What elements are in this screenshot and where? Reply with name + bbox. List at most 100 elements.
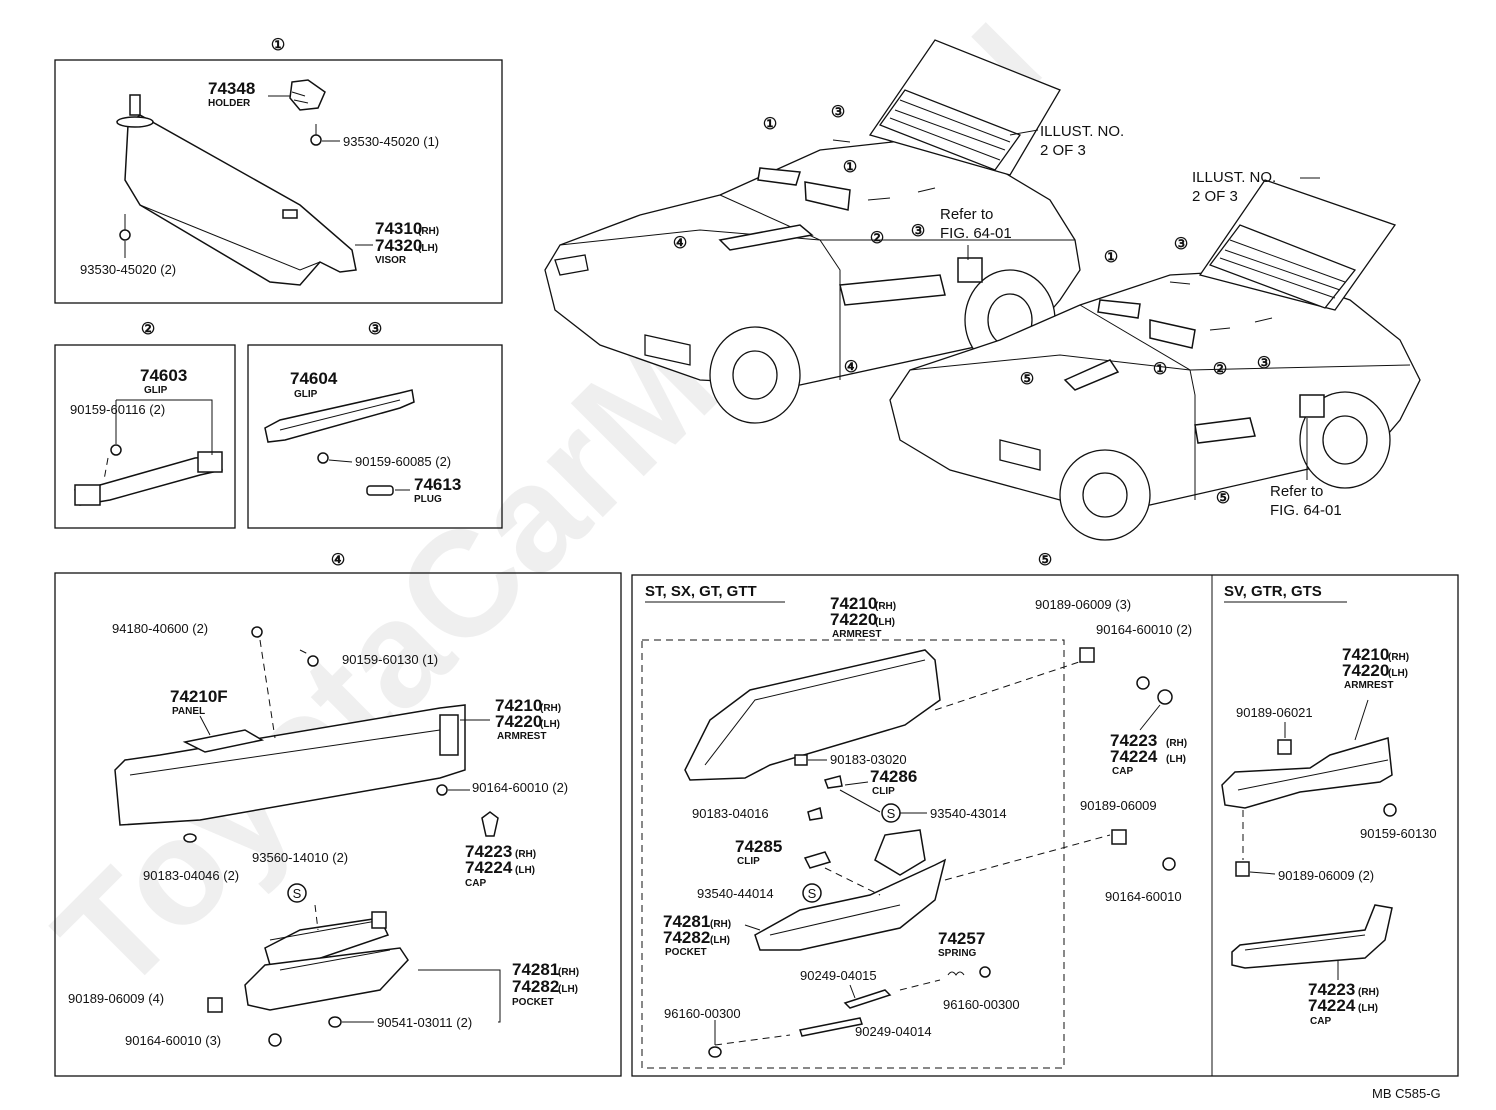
armrest-rh-section-4-suffix: (RH) [540,703,561,714]
screw-icon-section-5a-mid [1162,857,1176,871]
visor-lh-suffix: (LH) [418,243,438,254]
car-bottom-refer-line-1: Refer to [1270,483,1323,500]
nut-icon-section-4 [251,626,263,638]
screw-icon-section-5b [1383,803,1397,817]
clip-section-4-part-number: 90183-04046 (2) [143,868,239,883]
pocket-illustration-section-4 [244,911,409,1011]
visor-part-name: VISOR [375,255,407,266]
footer-code: MB C585-G [1372,1086,1441,1101]
nut-icon-section-5b-top [1277,739,1292,755]
car-top-callout-4a: ④ [673,235,687,252]
pocket-rh-section-4-part-number: 74281 [512,960,559,979]
visor-rh-part-number: 74310 [375,219,422,238]
nut-top-section-5a-part-number: 90189-06009 (3) [1035,597,1131,612]
pocket-lh-section-5a-part-number: 74282 [663,928,710,947]
holder-part-name: HOLDER [208,98,251,109]
armrest-illustration-section-5b [1221,737,1393,809]
screw-left-part-number: 93530-45020 (2) [80,262,176,277]
nut-top-section-5b-part-number: 90189-06021 [1236,705,1313,720]
nut-section-4-part-number: 94180-40600 (2) [112,621,208,636]
pin-icon-section-5a-b [799,1017,863,1037]
nut-mid-section-5a-part-number: 90189-06009 [1080,798,1157,813]
cap-rh-section-5a-suffix: (RH) [1166,738,1187,749]
cap-lh-section-5b-suffix: (LH) [1358,1003,1378,1014]
washer-right-section-5a-part-number: 96160-00300 [943,997,1020,1012]
nut-icon-section-5a-top [1079,647,1095,663]
glip-74604-part-name: GLIP [294,389,318,400]
washer-left-section-5a-part-number: 96160-00300 [664,1006,741,1021]
cap-lh-section-5a-part-number: 74224 [1110,747,1158,766]
clip-a-section-5a-part-number: 90183-03020 [830,752,907,767]
cap-icon-section-5a [1157,689,1173,705]
car-top-refer-line-1: Refer to [940,206,993,223]
holder-illustration [289,79,326,111]
section-1-box [54,59,503,304]
armrest-rh-section-5a-part-number: 74210 [830,594,877,613]
pin-icon-section-5a-a [843,989,892,1009]
s-mark-section-4 [287,883,307,903]
washer-icon-section-5a-right [979,966,991,978]
cap-lh-section-4-part-number: 74224 [465,858,513,877]
car-top-callout-3b: ③ [911,223,925,240]
pocket-rh-section-5a-suffix: (RH) [710,919,731,930]
panel-part-name: PANEL [172,706,205,717]
screw-top-section-4-part-number: 90159-60130 (1) [342,652,438,667]
pocket-rh-section-5a-part-number: 74281 [663,912,710,931]
cap-section-5a-part-name: CAP [1112,766,1133,777]
armrest-rh-section-4-part-number: 74210 [495,696,542,715]
glip-74604-part-number: 74604 [290,369,338,388]
armrest-illustration-section-5a [684,649,941,781]
armrest-lh-section-4-part-number: 74220 [495,712,542,731]
armrest-lh-section-5a-part-number: 74220 [830,610,877,629]
car-top-callout-4b: ④ [844,359,858,376]
car-top-callout-2: ② [870,230,884,247]
armrest-panel-illustration [114,704,466,826]
section-4-box [54,572,622,1077]
car-bottom-callout-3a: ③ [1174,236,1188,253]
screw-section-3-part-number: 90159-60085 (2) [355,454,451,469]
screw-section-5b-part-number: 90159-60130 [1360,826,1437,841]
cap-rh-section-5a-part-number: 74223 [1110,731,1157,750]
car-illustration-top [544,39,1081,424]
glip-74603-part-name: GLIP [144,385,168,396]
section-5b-header: SV, GTR, GTS [1224,583,1322,600]
cap-section-4-part-name: CAP [465,878,486,889]
car-bottom-callout-3b: ③ [1257,355,1271,372]
section-5a-header: ST, SX, GT, GTT [645,583,757,600]
pocket-rh-section-4-suffix: (RH) [558,967,579,978]
section-2-callout: ② [141,321,155,338]
screw-section-2-part-number: 90159-60116 (2) [70,402,165,417]
clip-icon-74285 [803,851,832,869]
screw-s2-section-5a-part-number: 93540-44014 [697,886,774,901]
armrest-lh-section-5b-suffix: (LH) [1388,668,1408,679]
screw-mid-section-4-part-number: 90164-60010 (2) [472,780,568,795]
nut-bottom-section-4-part-number: 90189-06009 (4) [68,991,164,1006]
pin-b-section-5a-part-number: 90249-04014 [855,1024,932,1039]
glip-74603-part-number: 74603 [140,366,187,385]
cap-lh-section-5a-suffix: (LH) [1166,754,1186,765]
cap-icon-section-4 [481,811,499,837]
spring-icon [947,971,965,976]
glip-74604-illustration [264,389,415,443]
armrest-rh-section-5b-part-number: 74210 [1342,645,1389,664]
spring-part-number: 74257 [938,929,985,948]
cap-rh-section-5b-suffix: (RH) [1358,987,1379,998]
section-2-box [54,344,236,529]
car-bottom-illust-line-2: 2 OF 3 [1192,188,1238,205]
screw-s1-section-5a-part-number: 93540-43014 [930,806,1007,821]
clip-74286-part-number: 74286 [870,767,917,786]
nut-icon-section-5a-mid [1111,829,1127,845]
clip-74286-part-name: CLIP [872,786,895,797]
armrest-lh-section-5a-suffix: (LH) [875,617,895,628]
car-illustration-bottom [889,179,1421,541]
car-top-refer-line-2: FIG. 64-01 [940,225,1012,242]
nut-icon-section-4-bottom [207,997,223,1013]
screw-icon-section-4-small [328,1016,342,1028]
washer-icon-section-5a-left [708,1046,722,1058]
screw-icon-section-3 [317,452,329,464]
glip-74603-illustration [74,451,223,506]
car-bottom-callout-5a: ⑤ [1020,371,1034,388]
screw-s-section-4-part-number: 93560-14010 (2) [252,850,348,865]
section-3-callout: ③ [368,321,382,338]
screw-icon-section-4-mid [436,784,448,796]
